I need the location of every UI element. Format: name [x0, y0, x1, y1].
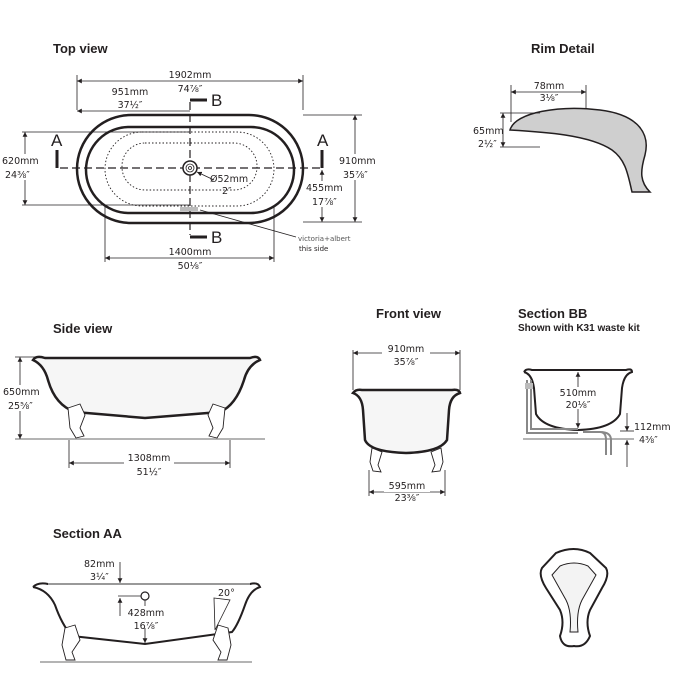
- rim-width-in: 3⅛″: [540, 93, 559, 104]
- foot-left: [67, 403, 86, 439]
- drain-in: 2″: [222, 186, 232, 197]
- waste-kit-pipe: [526, 380, 612, 455]
- section-aa-title: Section AA: [53, 526, 122, 541]
- rim-profile: [509, 107, 652, 193]
- bb-floor-mm: 112mm: [634, 422, 671, 433]
- section-a-label-right: A: [317, 131, 329, 150]
- aa-overflow-mm: 428mm: [128, 608, 165, 619]
- side-height-in: 25⅝″: [8, 401, 33, 412]
- top-view-title: Top view: [53, 41, 109, 56]
- drain-mm: Ø52mm: [210, 174, 248, 185]
- front-width-in: 35⅞″: [394, 357, 419, 368]
- brand-note: this side: [299, 245, 328, 253]
- rim-detail: Rim Detail 78mm 3⅛″ 65mm 2½″: [473, 41, 652, 193]
- center-mm: 455mm: [306, 183, 343, 194]
- tub-base-outline: [104, 131, 275, 207]
- aa-rim-in: 3¼″: [90, 572, 109, 583]
- brand-badge: [180, 207, 198, 211]
- brand-logo-text: victoria+albert: [298, 235, 351, 243]
- front-foot-left: [369, 447, 383, 473]
- rim-width-mm: 78mm: [534, 81, 565, 92]
- section-a-label-left: A: [51, 131, 63, 150]
- inner-width-mm: 620mm: [2, 156, 39, 167]
- front-feet-mm: 595mm: [389, 481, 426, 492]
- side-view: Side view 650mm 25⅝″ 1308mm 51½″: [2, 321, 265, 478]
- section-bb-subtitle: Shown with K31 waste kit: [518, 323, 640, 334]
- front-foot-right: [430, 447, 444, 473]
- side-view-title: Side view: [53, 321, 113, 336]
- bb-depth-in: 20⅛″: [566, 400, 591, 411]
- center-in: 17⅞″: [312, 197, 337, 208]
- width-in: 35⅞″: [343, 170, 368, 181]
- aa-rim-mm: 82mm: [84, 559, 115, 570]
- aa-angle: 20°: [218, 588, 235, 599]
- section-bb: Section BB Shown with K31 waste kit 510m…: [518, 306, 671, 467]
- base-mm: 1400mm: [169, 247, 212, 258]
- side-feet-in: 51½″: [137, 467, 162, 478]
- section-b-label-top: B: [211, 91, 222, 110]
- aa-overflow-in: 16⅞″: [134, 621, 159, 632]
- front-tub-body: [350, 388, 462, 455]
- front-view: Front view 910mm 35⅞″ 595mm 23⅜″: [350, 306, 462, 504]
- side-feet-mm: 1308mm: [128, 453, 171, 464]
- side-height-mm: 650mm: [3, 387, 40, 398]
- section-bb-title: Section BB: [518, 306, 587, 321]
- drain-icon: [182, 160, 198, 176]
- length-in: 74⅞″: [178, 84, 203, 95]
- top-view: Top view 1902mm 74⅞″ 951mm 37½″ B B A A …: [0, 41, 376, 272]
- side-tub-body: [31, 355, 262, 420]
- front-width-mm: 910mm: [388, 344, 425, 355]
- base-in: 50⅛″: [178, 261, 203, 272]
- half-in: 37½″: [118, 100, 143, 111]
- rim-height-in: 2½″: [478, 139, 497, 150]
- tub-floor-outline: [121, 142, 258, 191]
- front-view-title: Front view: [376, 306, 442, 321]
- front-feet-in: 23⅜″: [395, 493, 420, 504]
- section-b-label-bottom: B: [211, 228, 222, 247]
- bb-depth-mm: 510mm: [560, 388, 597, 399]
- aa-foot-left: [61, 624, 81, 661]
- angle-indicator: [213, 597, 231, 631]
- aa-foot-right: [212, 624, 232, 661]
- rim-detail-title: Rim Detail: [531, 41, 595, 56]
- section-aa: Section AA 82mm 3¼″ 428mm 16⅞″ 20°: [32, 526, 262, 663]
- foot-plan-inner: [551, 562, 597, 633]
- width-mm: 910mm: [339, 156, 376, 167]
- inner-width-in: 24⅜″: [5, 170, 30, 181]
- length-mm: 1902mm: [169, 70, 212, 81]
- bb-floor-in: 4⅜″: [639, 435, 658, 446]
- foot-right: [207, 403, 226, 439]
- half-mm: 951mm: [112, 87, 149, 98]
- overflow-icon: [140, 591, 150, 601]
- rim-height-mm: 65mm: [473, 126, 504, 137]
